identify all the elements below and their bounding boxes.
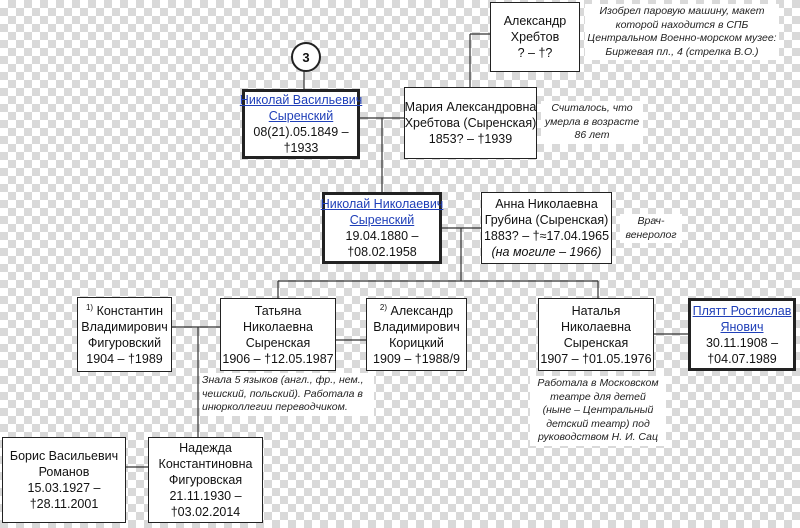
dates-line: †08.02.1958 [347,245,417,259]
dates-line: 1883? – †≈17.04.1965 [483,229,610,243]
person-link[interactable]: Николай Васильевич [239,93,363,107]
surname-line: Сыренская [245,335,311,350]
dates-line: 15.03.1927 – [27,481,101,495]
dates-line: 30.11.1908 – [705,335,779,350]
dates-line: 1904 – †1989 [86,351,163,366]
marriage-order: 1) [85,302,94,312]
person-link[interactable]: Янович [720,319,764,334]
note-line: детский театр) под [546,417,650,430]
person-maria: Мария Александровна Хребтова (Сыренская)… [404,87,537,159]
person-link[interactable]: Николай Николаевич [320,197,444,211]
note-line: театре для детей [550,390,646,403]
note-line: Центральном Военно-морском музее: [587,32,777,44]
surname-line: Фигуровская [168,473,243,487]
note-line: Считалось, что [551,102,633,114]
surname-line: Грубина (Сыренская) [484,213,609,227]
note-line: которой находится в СПБ [615,18,749,31]
person-alexander-khrebtov: Александр Хребтов ? – †? [490,2,580,72]
dates-line: 21.11.1930 – [169,489,242,503]
name-line: Надежда [179,441,232,455]
dates-line: †28.11.2001 [29,497,99,511]
person-anna: Анна Николаевна Грубина (Сыренская) 1883… [481,192,612,264]
person-platt: Плятт Ростислав Янович 30.11.1908 – †04.… [688,298,796,371]
note-line: Изобрел паровую машину, макет [599,5,765,17]
patronymic-line: Владимирович [373,319,460,334]
name-line: 2) Александр [380,303,453,319]
first-name: Александр [387,303,454,318]
note-line: чешский, польский). Работала в [202,387,363,400]
surname-line: Романов [38,465,90,479]
surname-line: Сыренская [563,335,629,350]
grave-note: (на могиле – 1966) [491,245,602,259]
note-line: Биржевая пл., 4 (стрелка В.О.) [605,45,759,58]
note-line: умерла в возрасте [544,115,640,128]
dates-line: ? – †? [517,46,553,60]
person-tatiana: Татьяна Николаевна Сыренская 1906 – †12.… [220,298,336,371]
person-nikolai-vasilievich: Николай Васильевич Сыренский 08(21).05.1… [239,89,363,159]
person-boris: Борис Васильевич Романов 15.03.1927 – †2… [2,437,126,523]
generation-badge: 3 [291,42,321,72]
patronymic-line: Николаевна [243,319,313,334]
patronymic-line: Владимирович [81,319,168,334]
person-natalia: Наталья Николаевна Сыренская 1907 – †01.… [538,298,654,371]
note-tatiana-languages: Знала 5 языков (англ., фр., нем., чешски… [200,373,374,416]
note-natalia-theatre: Работала в Московском театре для детей (… [530,376,666,446]
note-line: (ныне – Центральный [542,404,654,416]
note-anna-job: Врач- венеролог [620,214,682,243]
dates-line: 1907 – †01.05.1976 [540,351,652,366]
dates-line: 1853? – †1939 [428,132,513,146]
note-line: руководством Н. И. Сац [538,431,658,443]
note-line: Врач- [637,215,665,227]
note-line: 86 лет [574,129,610,141]
name-line: Наталья [571,303,621,318]
person-nikolai-nikolaevich: Николай Николаевич Сыренский 19.04.1880 … [320,192,444,264]
name-line: 1) Константин [86,303,163,319]
surname-line: Корицкий [389,335,444,350]
note-line: Знала 5 языков (англ., фр., нем., [202,374,364,386]
note-line: Работала в Московском [537,377,659,389]
first-name: Константин [93,303,164,318]
person-link[interactable]: Плятт Ростислав [692,303,792,318]
dates-line: †1933 [283,141,319,155]
dates-line: 19.04.1880 – [345,229,419,243]
person-link[interactable]: Сыренский [349,213,415,227]
person-alexander-koritsky: 2) Александр Владимирович Корицкий 1909 … [366,298,467,371]
note-maria-age: Считалось, что умерла в возрасте 86 лет [541,101,643,144]
dates-line: †03.02.2014 [170,505,241,519]
note-steam-engine: Изобрел паровую машину, макет которой на… [585,4,779,60]
dates-line: 08(21).05.1849 – [253,125,349,139]
surname-line: Хребтова (Сыренская) [404,116,537,130]
person-konstantin: 1) Константин Владимирович Фигуровский 1… [77,297,172,372]
note-line: венеролог [625,228,677,241]
name-line: Александр [503,14,567,28]
patronymic-line: Николаевна [561,319,631,334]
person-link[interactable]: Сыренский [268,109,334,123]
name-line: Борис Васильевич [9,449,119,463]
surname-line: Фигуровский [87,335,162,350]
dates-line: 1906 – †12.05.1987 [222,351,334,366]
note-line: инюрколлегии переводчиком. [202,401,348,413]
name-line: Татьяна [254,303,302,318]
patronymic-line: Константиновна [158,457,253,471]
marriage-order: 2) [379,302,388,312]
surname-line: Хребтов [510,30,560,44]
dates-line: 1909 – †1988/9 [373,351,460,366]
name-line: Анна Николаевна [495,197,598,211]
dates-line: †04.07.1989 [707,351,777,366]
person-nadezhda: Надежда Константиновна Фигуровская 21.11… [148,437,263,523]
name-line: Мария Александровна [404,100,537,114]
